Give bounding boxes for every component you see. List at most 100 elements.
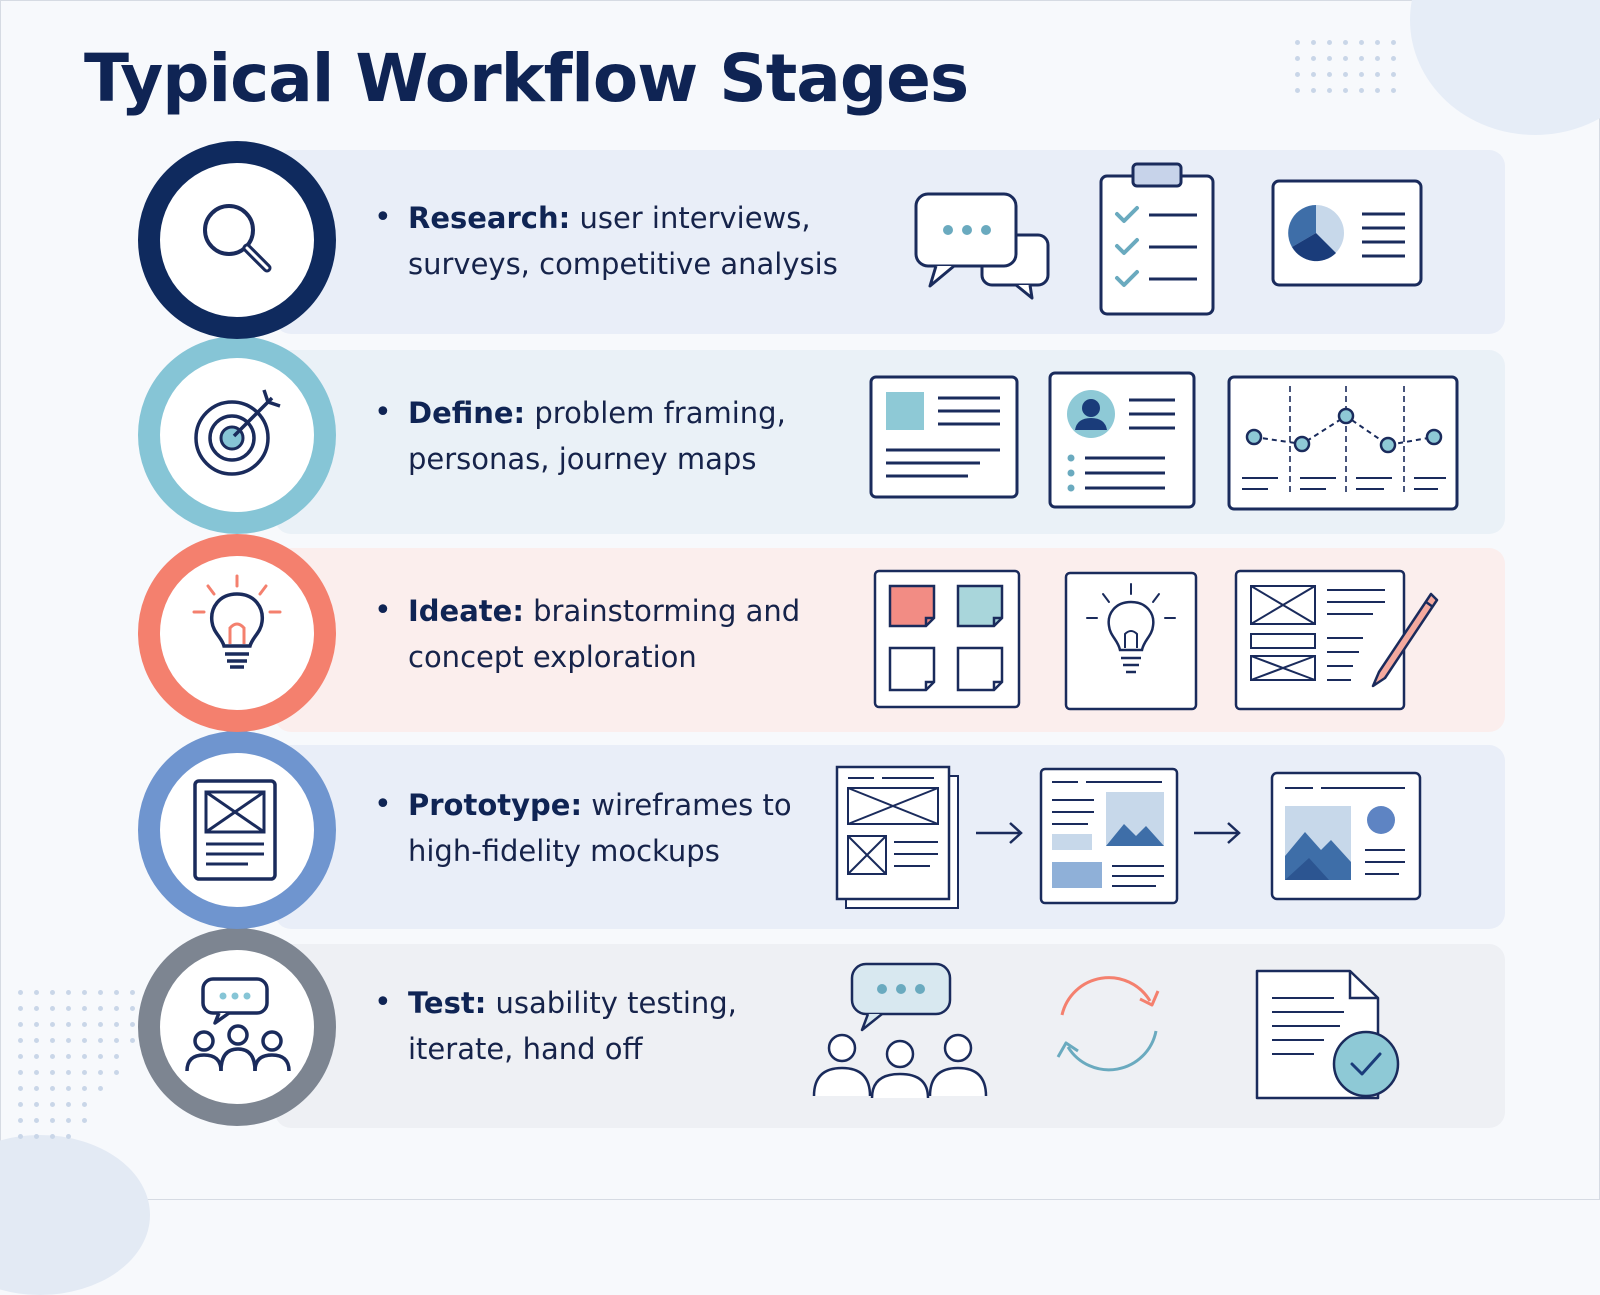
journey-map-icon [1227, 375, 1459, 511]
decorative-dot [1311, 56, 1316, 61]
iterate-cycle-icon [1056, 976, 1160, 1072]
decorative-dot [82, 1086, 87, 1091]
decorative-dot [1375, 88, 1380, 93]
decorative-dot [34, 1134, 39, 1139]
decorative-dot [1391, 72, 1396, 77]
decorative-dot [114, 990, 119, 995]
decorative-dot [34, 1054, 39, 1059]
decorative-dot [34, 1086, 39, 1091]
magnifier-icon [203, 204, 272, 273]
idea-bulb-card-icon [1064, 571, 1198, 711]
decorative-dot [98, 1054, 103, 1059]
decorative-dot [82, 1006, 87, 1011]
stage-text-prototype: • Prototype: wireframes to high-fidelity… [374, 782, 850, 874]
stage-desc-test-2: iterate, hand off [408, 1032, 643, 1066]
stage-desc-test-1: usability testing, [495, 986, 737, 1020]
wireframe-icon [193, 779, 277, 881]
decorative-dot [146, 990, 151, 995]
bullet-dot: • [374, 200, 392, 235]
decorative-dot [50, 1134, 55, 1139]
chat-bubbles-icon [914, 192, 1050, 300]
decorative-dot [66, 1006, 71, 1011]
decorative-dot [1375, 40, 1380, 45]
stage-name-research: Research: [408, 201, 571, 235]
decorative-dot [50, 1118, 55, 1123]
decorative-dot [50, 990, 55, 995]
decorative-dot [50, 1086, 55, 1091]
decorative-dot [82, 990, 87, 995]
decorative-dot [66, 1054, 71, 1059]
decorative-dot [66, 1102, 71, 1107]
stage-desc-define-2: personas, journey maps [408, 442, 757, 476]
decorative-dot [114, 1038, 119, 1043]
decorative-dot [1295, 88, 1300, 93]
decorative-dot [98, 1006, 103, 1011]
decorative-dot [50, 1070, 55, 1075]
decorative-dot [1311, 40, 1316, 45]
decorative-dot [34, 990, 39, 995]
stage-text-ideate: • Ideate: brainstorming and concept expl… [374, 588, 850, 680]
decorative-dot [98, 1038, 103, 1043]
decorative-dot [18, 1134, 23, 1139]
bullet-dot: • [374, 985, 392, 1020]
decorative-dot [1295, 72, 1300, 77]
mid-fi-wireframe-icon [1039, 767, 1179, 905]
stage-name-define: Define: [408, 396, 526, 430]
decorative-dot [18, 1006, 23, 1011]
decorative-dot [130, 1006, 135, 1011]
decorative-dot [50, 1038, 55, 1043]
arrow-right-icon [1194, 822, 1241, 844]
stage-desc-research-1: user interviews, [579, 201, 811, 235]
decorative-dot [1343, 56, 1348, 61]
decorative-dot [114, 1070, 119, 1075]
decorative-dot [34, 1102, 39, 1107]
bullet-dot: • [374, 593, 392, 628]
decorative-dot [34, 1038, 39, 1043]
decorative-dot [114, 1022, 119, 1027]
stage-name-prototype: Prototype: [408, 788, 583, 822]
decorative-dot [114, 1006, 119, 1011]
decorative-dot [1359, 56, 1364, 61]
decorative-dot [98, 1070, 103, 1075]
decorative-dot [1311, 88, 1316, 93]
decorative-dot [34, 1022, 39, 1027]
stage-desc-prototype-2: high-fidelity mockups [408, 834, 720, 868]
decorative-dot [82, 1102, 87, 1107]
decorative-dot [18, 1054, 23, 1059]
pie-chart-report-icon [1271, 179, 1423, 287]
decorative-dot [66, 1070, 71, 1075]
decorative-dot [98, 1022, 103, 1027]
decorative-dot [1375, 56, 1380, 61]
arrow-right-icon [976, 822, 1023, 844]
decorative-dot [130, 1022, 135, 1027]
low-fi-wireframe-icon [835, 765, 959, 909]
decorative-dot [50, 1022, 55, 1027]
decorative-dot [1343, 88, 1348, 93]
decorative-dot [162, 990, 167, 995]
page-title: Typical Workflow Stages [84, 40, 969, 117]
decorative-dot [1359, 72, 1364, 77]
decorative-dot [114, 1054, 119, 1059]
decorative-dot [1391, 88, 1396, 93]
bullet-dot: • [374, 395, 392, 430]
decorative-dot [98, 990, 103, 995]
sketch-wireframe-icon [1234, 569, 1439, 711]
stage-desc-prototype-1: wireframes to [591, 788, 792, 822]
decorative-dot [50, 1006, 55, 1011]
decorative-dot [34, 1006, 39, 1011]
stage-desc-ideate-2: concept exploration [408, 640, 697, 674]
checklist-clipboard-icon [1099, 162, 1215, 316]
decorative-dot [34, 1118, 39, 1123]
decorative-dot [50, 1054, 55, 1059]
stage-text-research: • Research: user interviews, surveys, co… [374, 195, 850, 287]
decorative-dot [1327, 88, 1332, 93]
stage-desc-define-1: problem framing, [534, 396, 786, 430]
decorative-dot [130, 990, 135, 995]
hi-fi-mockup-icon [1270, 771, 1422, 901]
decorative-dot [18, 990, 23, 995]
decorative-dot [1375, 72, 1380, 77]
decorative-dot [18, 1118, 23, 1123]
decorative-dot [98, 1086, 103, 1091]
decorative-dot [34, 1070, 39, 1075]
stage-text-define: • Define: problem framing, personas, jou… [374, 390, 850, 482]
